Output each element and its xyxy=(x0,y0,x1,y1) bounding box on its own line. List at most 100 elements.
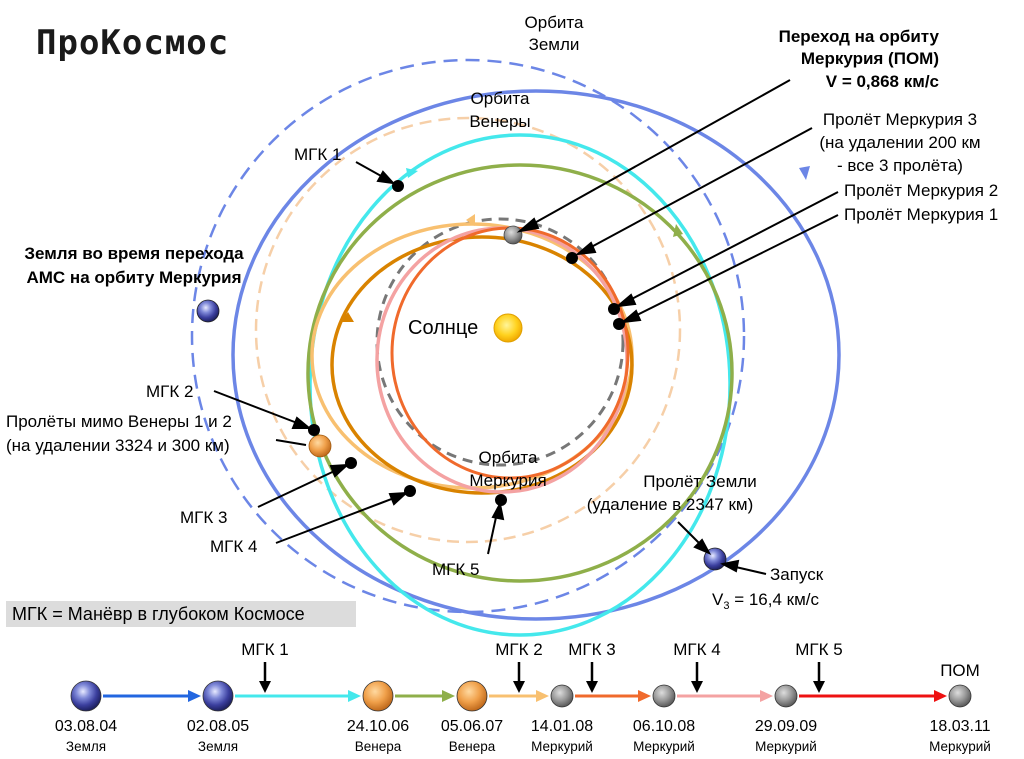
mgk5-dot xyxy=(495,494,507,506)
timeline-final-label: ПОМ xyxy=(940,661,980,680)
mok-speed-value: = 0,868 км/с xyxy=(837,72,939,91)
venus-to-mercury-arc xyxy=(310,222,634,490)
venus-flyby-planet xyxy=(308,434,332,458)
mgk3-dot xyxy=(345,457,357,469)
mok-speed: V = 0,868 км/с xyxy=(826,72,939,91)
earth-flyby-label-line2: (удаление в 2347 км) xyxy=(587,495,754,514)
mok-label-line1: Переход на орбиту xyxy=(779,27,940,46)
timeline-body-7: Меркурий xyxy=(755,739,817,754)
timeline-segment-arrowhead-4 xyxy=(536,690,549,702)
launch-label: Запуск xyxy=(770,565,824,584)
mgk5-pointer-head xyxy=(491,501,505,521)
timeline-mgk-label-3: МГК 3 xyxy=(568,640,615,659)
venus-to-venus-arc xyxy=(306,163,734,583)
launch-pointer-head xyxy=(720,559,740,573)
timeline-segment-arrowhead-6 xyxy=(760,690,773,702)
blue-arrowhead xyxy=(799,166,810,180)
flyby1-label: Пролёт Меркурия 1 xyxy=(844,205,998,224)
timeline-mercury-6 xyxy=(652,684,676,708)
earth-orbit-label-line1: Орбита xyxy=(525,13,585,32)
flyby3-label-line1: Пролёт Меркурия 3 xyxy=(823,110,977,129)
green-arrowhead xyxy=(673,224,683,237)
timeline-body-2: Земля xyxy=(198,739,238,754)
timeline-date-6: 06.10.08 xyxy=(633,718,695,735)
timeline-mercury-5 xyxy=(550,684,574,708)
timeline-earth-2 xyxy=(202,680,234,712)
timeline-date-3: 24.10.06 xyxy=(347,718,409,735)
earth-orbit xyxy=(190,58,746,614)
mgk3-pointer xyxy=(257,466,344,508)
mercury-orbit-label-line2: Меркурия xyxy=(469,471,546,490)
timeline-segment-arrowhead-2 xyxy=(348,690,361,702)
timeline-mgk-arrowhead-4 xyxy=(691,681,703,693)
mercury-transfer-arc-2 xyxy=(330,235,634,495)
sun xyxy=(493,313,523,343)
mgk2-pointer-head xyxy=(291,416,312,429)
logo: ПроКосмос xyxy=(36,23,229,63)
launch-speed: V3 = 16,4 км/с xyxy=(712,590,820,612)
direction-arrows xyxy=(340,166,810,322)
earth-during-label-line2: АМС на орбиту Меркурия xyxy=(26,268,241,287)
timeline-body-8: Меркурий xyxy=(929,739,991,754)
earth-flyby-label-line1: Пролёт Земли xyxy=(643,472,756,491)
timeline-body-3: Венера xyxy=(355,739,402,754)
flyby1-dot xyxy=(613,318,625,330)
timeline: 03.08.04Земля02.08.05Земля24.10.06Венера… xyxy=(55,640,991,754)
cyan-arrowhead xyxy=(406,168,418,178)
timeline-body-1: Земля xyxy=(66,739,106,754)
mgk4-pointer-head xyxy=(388,491,409,506)
mgk3-label: МГК 3 xyxy=(180,508,227,527)
timeline-mercury-7 xyxy=(774,684,798,708)
mgk2-dot xyxy=(308,424,320,436)
timeline-venus-4 xyxy=(456,680,488,712)
timeline-mgk-label-1: МГК 1 xyxy=(241,640,288,659)
timeline-date-4: 05.06.07 xyxy=(441,718,503,735)
timeline-date-5: 14.01.08 xyxy=(531,718,593,735)
flyby3-dot xyxy=(566,252,578,264)
flyby2-label: Пролёт Меркурия 2 xyxy=(844,181,998,200)
mgk4-dot xyxy=(404,485,416,497)
flyby1-pointer xyxy=(626,214,839,321)
timeline-mgk-arrowhead-3 xyxy=(586,681,598,693)
mgk1-label: МГК 1 xyxy=(294,145,341,164)
timeline-body-4: Венера xyxy=(449,739,496,754)
timeline-mercury-8 xyxy=(948,684,972,708)
pointer-lines xyxy=(213,79,839,575)
orbits xyxy=(190,58,746,614)
timeline-venus-3 xyxy=(362,680,394,712)
flyby3-label-line3: - все 3 пролёта) xyxy=(837,156,963,175)
dark-orange-arrowhead xyxy=(340,312,354,322)
timeline-earth-1 xyxy=(70,680,102,712)
flyby2-pointer xyxy=(621,191,839,305)
mok-pointer xyxy=(521,79,791,231)
flyby3-label-line2: (на удалении 200 км xyxy=(819,133,980,152)
venus-orbit xyxy=(254,116,682,544)
sun-label: Солнце xyxy=(408,317,478,339)
mgk4-pointer xyxy=(275,494,403,544)
timeline-mgk-label-4: МГК 4 xyxy=(673,640,720,659)
timeline-mgk-label-5: МГК 5 xyxy=(795,640,842,659)
timeline-mgk-arrowhead-5 xyxy=(813,681,825,693)
legend-box xyxy=(6,601,356,627)
mgk4-label: МГК 4 xyxy=(210,537,257,556)
launch-speed-symbol: V xyxy=(712,590,724,609)
earth-during-label-line1: Земля во время перехода xyxy=(24,244,244,263)
mgk1-dot xyxy=(392,180,404,192)
timeline-segment-arrowhead-1 xyxy=(188,690,201,702)
timeline-date-7: 29.09.09 xyxy=(755,718,817,735)
earth-flyby-pointer-head xyxy=(693,538,712,556)
earth-during-transfer xyxy=(196,299,220,323)
launch-speed-subscript: 3 xyxy=(723,600,729,612)
mgk3-pointer-head xyxy=(329,463,350,478)
mgk1-pointer-head xyxy=(376,170,396,185)
mok-speed-symbol: V xyxy=(826,72,838,91)
mercury-mok-planet xyxy=(503,225,523,245)
venus-flybys-label-line2: (на удалении 3324 и 300 км) xyxy=(6,436,230,455)
mercury-transfer-arc-4 xyxy=(390,226,630,480)
earth-to-earth-arc xyxy=(231,89,841,621)
flyby3-pointer xyxy=(581,127,813,253)
timeline-mgk-arrowhead-2 xyxy=(513,681,525,693)
trajectory-arcs xyxy=(231,89,841,637)
mok-pointer-head xyxy=(516,217,540,233)
